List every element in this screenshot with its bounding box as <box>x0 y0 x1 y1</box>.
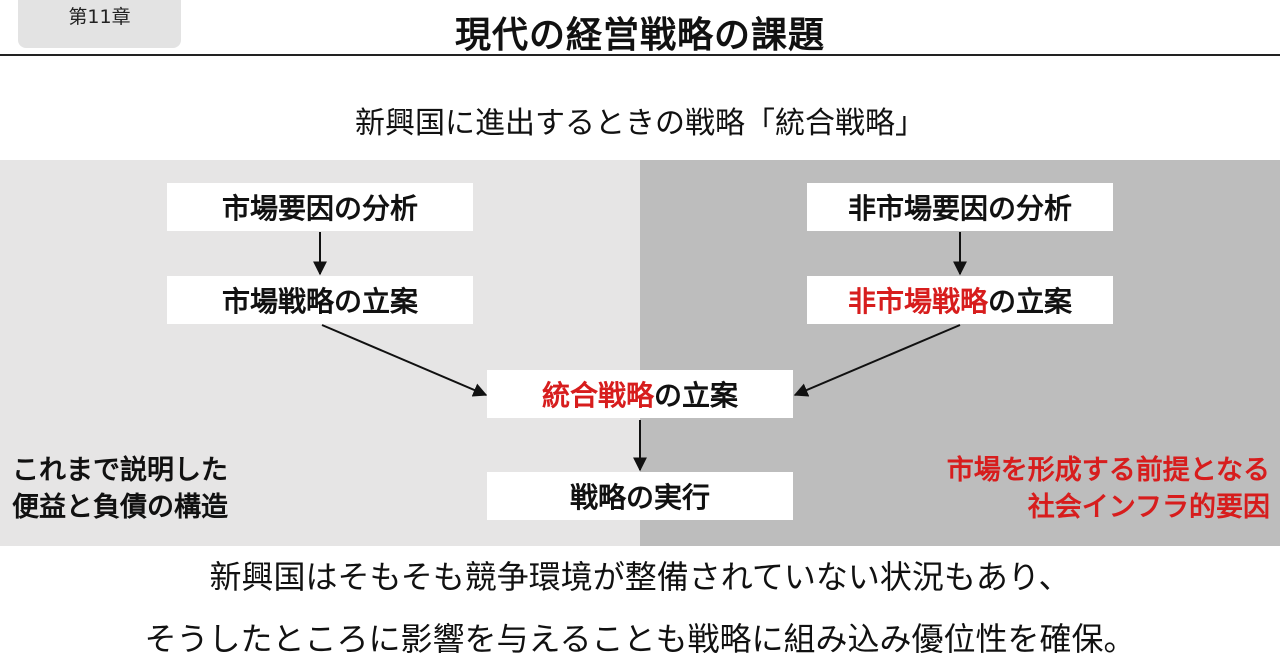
integrated-strategy-highlight: 統合戦略 <box>541 379 654 412</box>
slide-title: 現代の経営戦略の課題 <box>454 15 825 56</box>
non-market-analysis-label: 非市場要因の分析 <box>847 192 1072 225</box>
strategy-execution-box: 戦略の実行 <box>487 472 793 520</box>
market-strategy-box: 市場戦略の立案 <box>167 276 473 324</box>
non-market-strategy-suffix: の立案 <box>988 285 1073 318</box>
chapter-tab: 第11章 <box>18 0 181 48</box>
left-explanation-note: これまで説明した 便益と負債の構造 <box>12 452 228 526</box>
market-strategy-label: 市場戦略の立案 <box>221 285 418 318</box>
right-note-line-2: 社会インフラ的要因 <box>1027 492 1270 523</box>
integrated-strategy-box: 統合戦略の立案 <box>487 370 793 418</box>
non-market-analysis-box: 非市場要因の分析 <box>807 183 1113 231</box>
right-explanation-note: 市場を形成する前提となる 社会インフラ的要因 <box>947 452 1270 526</box>
footer-line-2: そうしたところに影響を与えることも戦略に組み込み優位性を確保。 <box>144 620 1136 658</box>
left-note-line-1: これまで説明した <box>12 455 228 486</box>
title-divider <box>0 54 1280 56</box>
non-market-strategy-box: 非市場戦略の立案 <box>807 276 1113 324</box>
arrow-market-strategy-to-integrated <box>321 324 488 397</box>
market-analysis-box: 市場要因の分析 <box>167 183 473 231</box>
left-note-line-2: 便益と負債の構造 <box>12 492 228 523</box>
strategy-execution-label: 戦略の実行 <box>569 481 710 514</box>
arrow-nonmarket-strategy-to-integrated <box>793 324 961 397</box>
diagram-subtitle: 新興国に進出するときの戦略「統合戦略」 <box>355 106 925 141</box>
integrated-strategy-suffix: の立案 <box>654 379 739 412</box>
non-market-strategy-highlight: 非市場戦略 <box>847 285 988 318</box>
market-analysis-label: 市場要因の分析 <box>221 192 418 225</box>
right-note-line-1: 市場を形成する前提となる <box>946 455 1270 486</box>
footer-line-1: 新興国はそもそも競争環境が整備されていない状況もあり、 <box>209 558 1071 596</box>
